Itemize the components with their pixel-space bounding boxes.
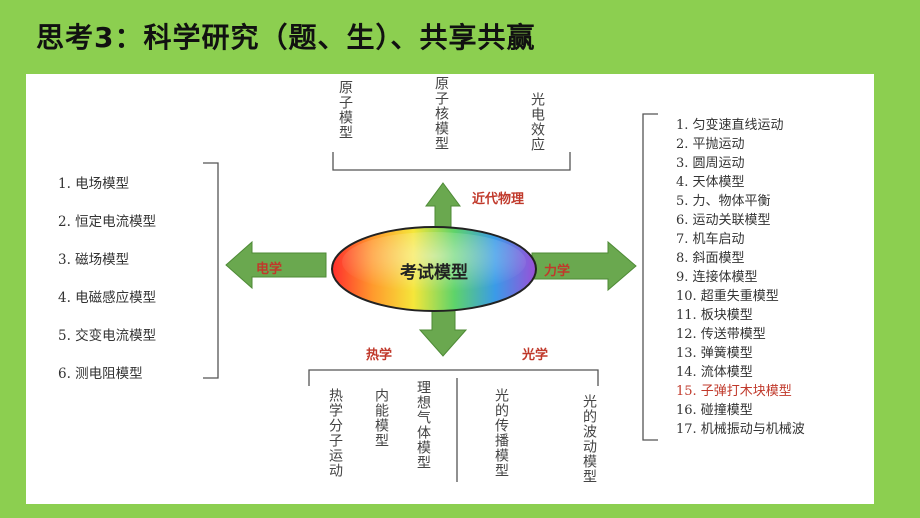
bracket-top — [332, 152, 571, 171]
arrow-left — [225, 240, 327, 290]
modern-item: 光电效应 — [529, 92, 545, 152]
mechanics-item: 8. 斜面模型 — [676, 251, 745, 266]
mechanics-item: 12. 传送带模型 — [676, 327, 766, 342]
arrow-up — [425, 182, 461, 233]
label-electricity: 电学 — [256, 262, 283, 277]
label-modern-physics: 近代物理 — [472, 192, 525, 207]
thermal-item: 理想气体模型 — [415, 380, 431, 470]
mechanics-item-highlight: 15. 子弹打木块模型 — [676, 384, 792, 399]
bracket-bottom — [308, 369, 599, 386]
electricity-item: 6. 测电阻模型 — [58, 366, 143, 382]
bracket-left — [203, 162, 219, 379]
modern-item: 原子核模型 — [433, 76, 449, 151]
electricity-item: 1. 电场模型 — [58, 176, 130, 192]
mechanics-item: 11. 板块模型 — [676, 308, 753, 323]
label-mechanics: 力学 — [544, 264, 571, 279]
mechanics-item: 3. 圆周运动 — [676, 156, 745, 171]
mechanics-item: 2. 平抛运动 — [676, 137, 745, 152]
electricity-item: 2. 恒定电流模型 — [58, 214, 157, 230]
electricity-item: 3. 磁场模型 — [58, 252, 130, 268]
mechanics-item: 9. 连接体模型 — [676, 270, 758, 285]
mechanics-list: 1. 匀变速直线运动 2. 平抛运动 3. 圆周运动 4. 天体模型 5. 力、… — [676, 116, 805, 439]
center-label: 考试模型 — [400, 263, 468, 283]
ellipse-shine — [342, 232, 526, 292]
thermal-item: 热学分子运动 — [327, 388, 343, 478]
optics-item: 光的波动模型 — [581, 394, 597, 484]
page-title: 思考3：科学研究（题、生）、共享共赢 — [36, 21, 536, 54]
mechanics-item: 13. 弹簧模型 — [676, 346, 753, 361]
electricity-list: 1. 电场模型 2. 恒定电流模型 3. 磁场模型 4. 电磁感应模型 5. 交… — [58, 172, 156, 400]
optics-item: 光的传播模型 — [493, 388, 509, 478]
mechanics-item: 16. 碰撞模型 — [676, 403, 753, 418]
arrow-right — [531, 240, 637, 292]
electricity-item: 4. 电磁感应模型 — [58, 290, 157, 306]
mechanics-item: 6. 运动关联模型 — [676, 213, 771, 228]
label-thermal: 热学 — [366, 348, 393, 363]
mechanics-item: 10. 超重失重模型 — [676, 289, 779, 304]
bracket-right — [642, 113, 658, 441]
mechanics-item: 1. 匀变速直线运动 — [676, 118, 784, 133]
mechanics-item: 14. 流体模型 — [676, 365, 753, 380]
mechanics-item: 5. 力、物体平衡 — [676, 194, 771, 209]
mechanics-item: 17. 机械振动与机械波 — [676, 422, 805, 437]
mechanics-item: 7. 机车启动 — [676, 232, 745, 247]
modern-item: 原子模型 — [337, 80, 353, 140]
arrow-down — [418, 307, 468, 357]
thermal-item: 内能模型 — [373, 388, 389, 448]
mechanics-item: 4. 天体模型 — [676, 175, 745, 190]
label-optics: 光学 — [522, 348, 549, 363]
electricity-item: 5. 交变电流模型 — [58, 328, 157, 344]
